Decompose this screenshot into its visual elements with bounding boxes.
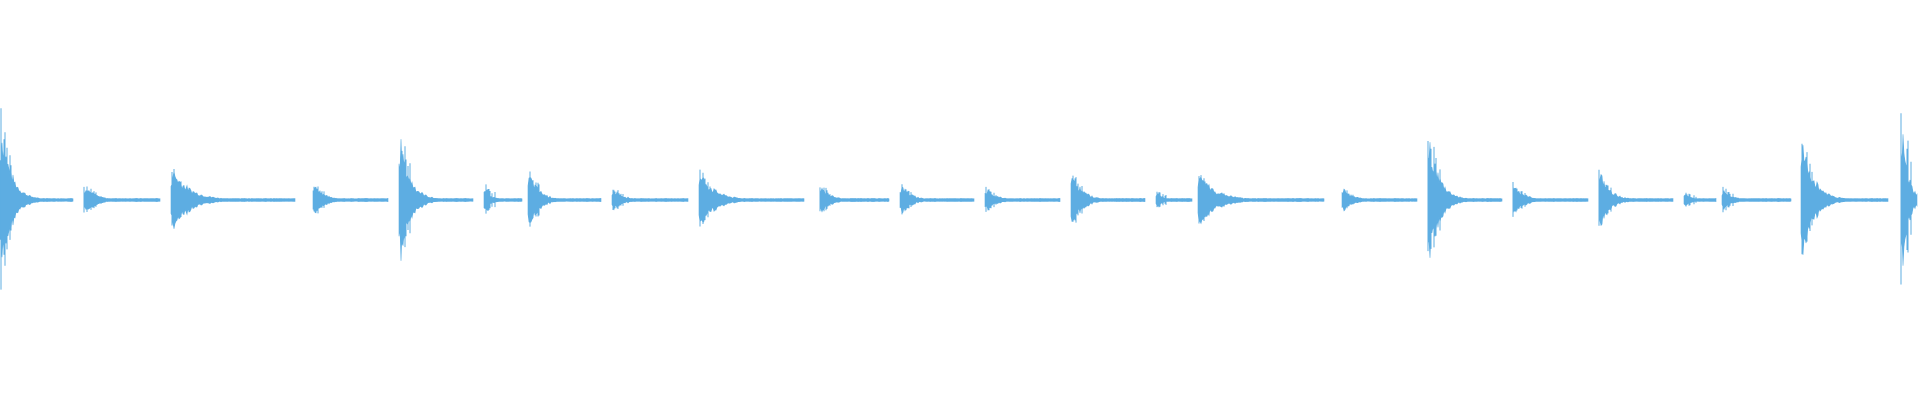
waveform-segment (819, 187, 890, 213)
waveform-segment (984, 189, 1061, 211)
waveform-segment (1598, 173, 1674, 227)
waveform-segment (483, 189, 523, 211)
waveform-segment (1512, 187, 1589, 213)
waveform-segment (1155, 193, 1193, 207)
waveform-segment (1341, 188, 1418, 212)
waveform-segment (170, 171, 296, 229)
waveform-segment (1800, 145, 1889, 255)
waveform-segment (398, 139, 474, 261)
waveform-segment (312, 186, 389, 214)
waveform-trace (0, 108, 1918, 290)
waveform-segment (1721, 190, 1792, 210)
waveform-segment (1427, 142, 1503, 258)
waveform-segment (527, 177, 602, 223)
waveform-segment (0, 142, 74, 258)
waveform-segment (83, 189, 161, 211)
waveform-segment (698, 176, 805, 224)
waveform-segment (611, 189, 689, 211)
waveform-segment (1070, 178, 1146, 222)
waveform-segment (1197, 175, 1325, 225)
waveform-segment (899, 185, 975, 215)
